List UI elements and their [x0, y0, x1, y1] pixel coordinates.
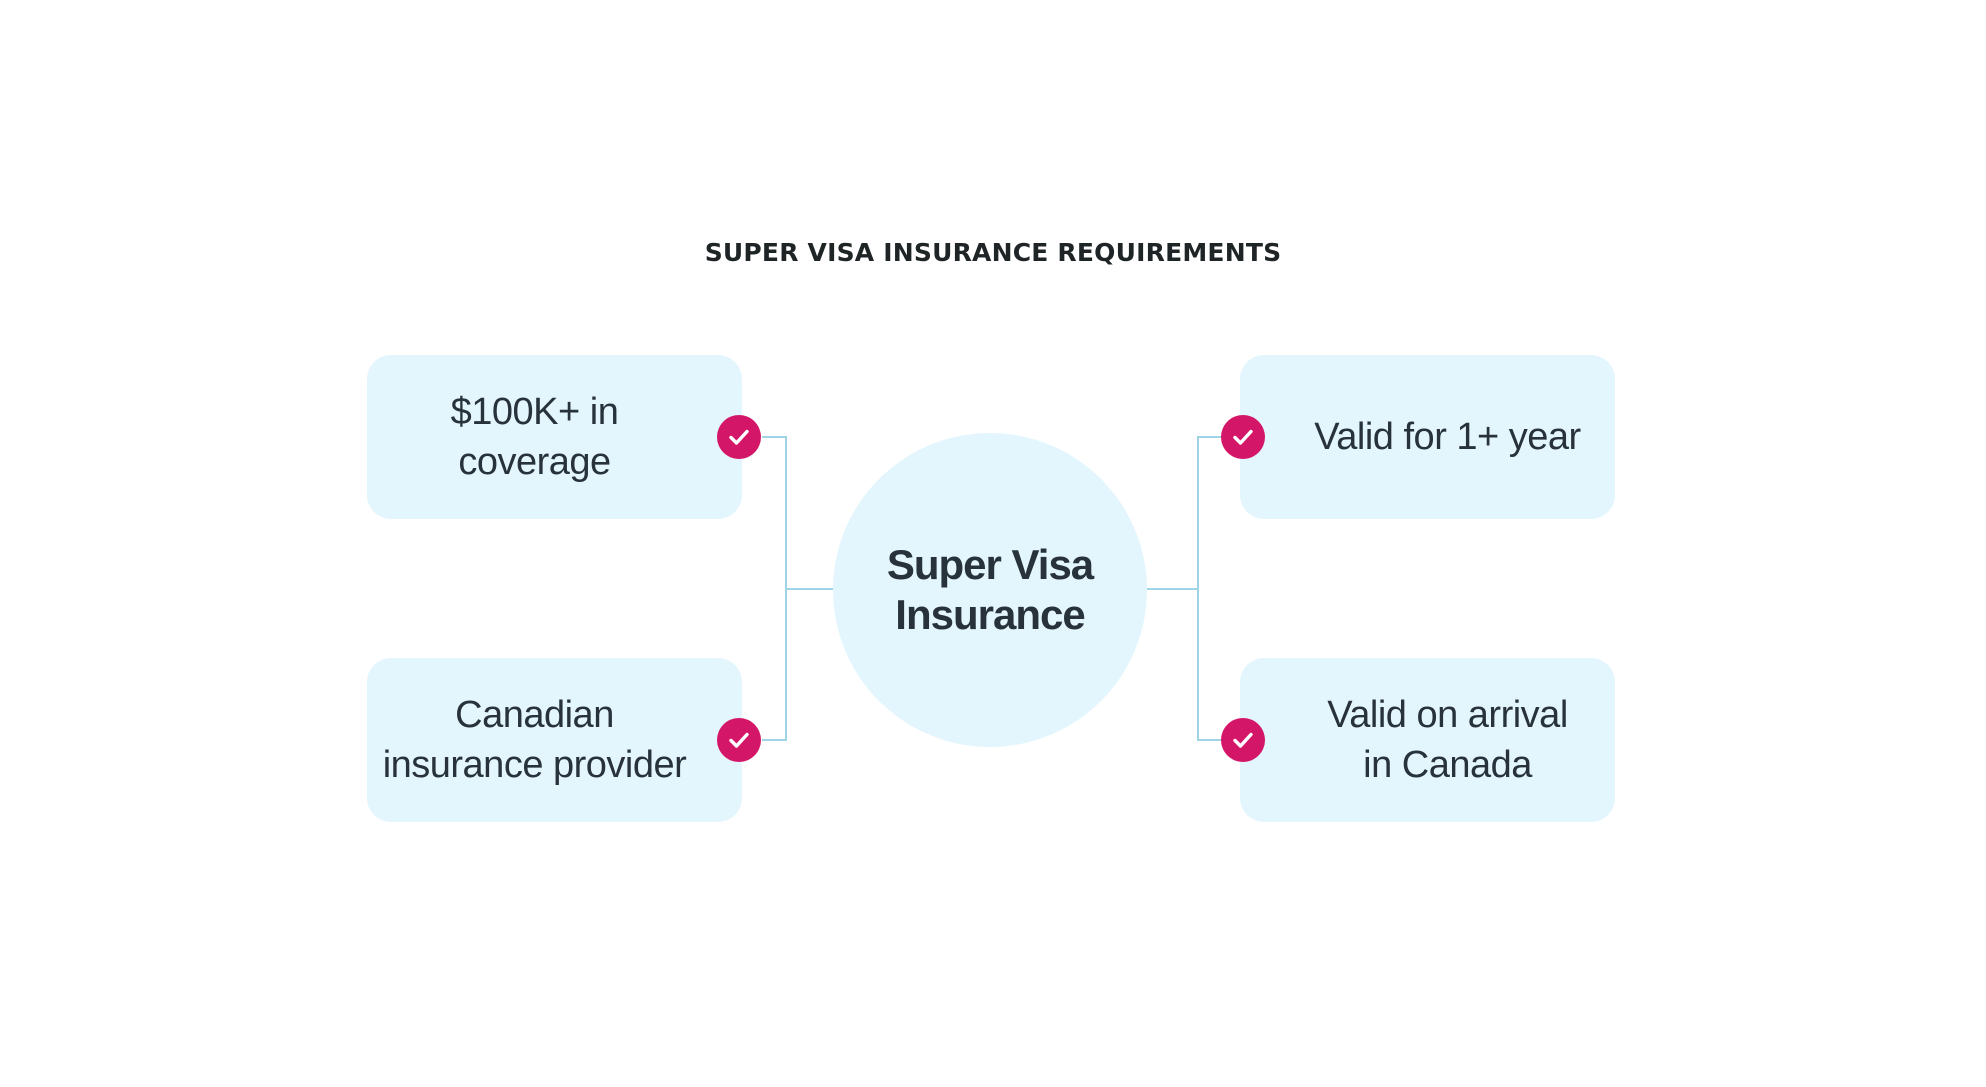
check-icon	[717, 718, 761, 762]
requirement-card-arrival: Valid on arrival in Canada	[1240, 658, 1615, 822]
check-icon	[717, 415, 761, 459]
requirement-label: Valid for 1+ year	[1314, 416, 1581, 458]
check-icon	[1221, 718, 1265, 762]
right-connector	[1147, 436, 1222, 741]
requirement-card-coverage: $100K+ in coverage	[367, 355, 742, 519]
check-icon	[1221, 415, 1265, 459]
requirement-label: Valid on arrival in Canada	[1327, 694, 1568, 786]
requirement-label: $100K+ in coverage	[450, 391, 619, 483]
requirement-card-provider: Canadian insurance provider	[367, 658, 742, 822]
center-node: Super Visa Insurance	[833, 433, 1147, 747]
requirement-label: Canadian insurance provider	[382, 694, 687, 786]
center-label: Super Visa Insurance	[886, 541, 1094, 638]
requirement-card-validity: Valid for 1+ year	[1240, 355, 1615, 519]
left-connector	[762, 436, 833, 741]
diagram-title: SUPER VISA INSURANCE REQUIREMENTS	[704, 238, 1282, 267]
